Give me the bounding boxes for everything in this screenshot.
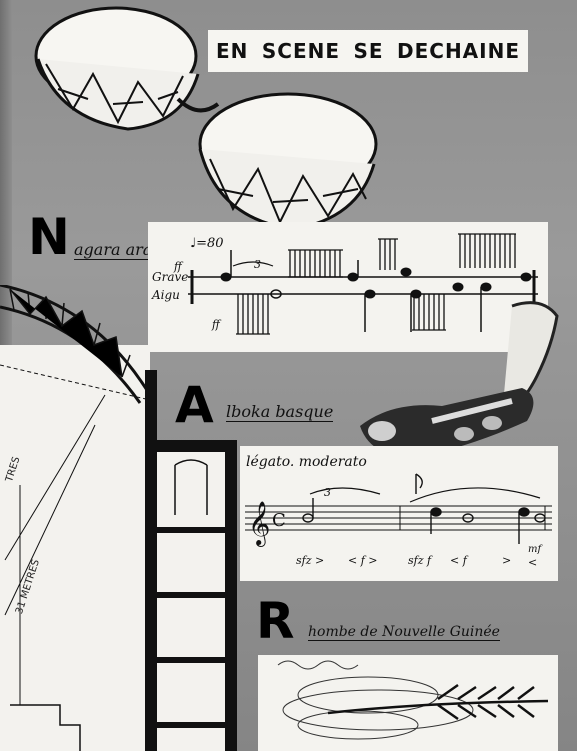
alboka-score-strip: légato. moderato 3 sfz > < f > sfz f < f… <box>240 446 558 581</box>
dynamic-mark: sfz > <box>296 554 325 567</box>
section-n-letter: N <box>28 208 70 266</box>
alboka-illustration <box>360 301 559 457</box>
staff-label-aigu: Aigu <box>152 288 180 302</box>
rhombe-illustration-strip <box>258 655 558 751</box>
tower-illustration <box>0 285 237 751</box>
svg-text:𝄞: 𝄞 <box>248 501 270 547</box>
dynamic-mark: < f <box>450 554 467 567</box>
tempo-text: légato. moderato <box>246 454 367 470</box>
nagara-drum-illustration <box>34 6 378 231</box>
staff-label-grave: Grave <box>152 270 189 284</box>
title-word: EN <box>216 39 249 63</box>
dynamic-mark: ff <box>174 260 182 273</box>
title-word: SE <box>353 39 384 63</box>
dynamic-mark: < <box>528 556 538 569</box>
dynamic-mark: sfz f <box>408 554 432 567</box>
page-title: EN SCENE SE DECHAINE <box>208 30 528 72</box>
tuplet-mark: 3 <box>254 258 261 271</box>
tempo-mark: ♩=80 <box>190 236 224 251</box>
nagara-staff <box>188 233 538 335</box>
dynamic-mark: < f > <box>348 554 378 567</box>
nagara-score-strip: ♩=80 Grave Aigu ff ff 3 <box>148 222 548 352</box>
rhombe-illustration <box>277 660 549 740</box>
title-word: SCENE <box>261 39 341 63</box>
section-a-letter: A <box>175 376 214 434</box>
svg-text:C: C <box>272 510 286 531</box>
section-n-caption: agara arabe <box>74 240 173 260</box>
section-r-caption: hombe de Nouvelle Guinée <box>308 624 500 641</box>
section-r-letter: R <box>256 592 295 650</box>
dynamic-mark: mf <box>528 544 542 555</box>
tuplet-mark: 3 <box>324 486 331 499</box>
dynamic-mark: > <box>502 554 512 567</box>
alboka-staff: 𝄞 C <box>245 473 552 547</box>
section-a-caption: lboka basque <box>226 402 334 422</box>
title-word: DECHAINE <box>397 39 520 63</box>
dynamic-mark: ff <box>212 318 220 331</box>
